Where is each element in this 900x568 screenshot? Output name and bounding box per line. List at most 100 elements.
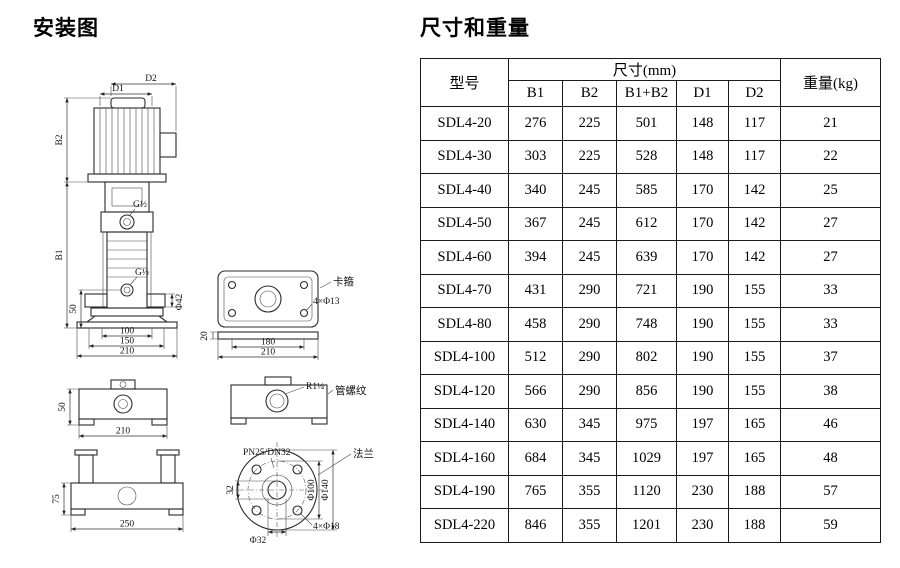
dim-cell: 188: [727, 474, 782, 509]
model-cell: SDL4-20: [420, 106, 509, 141]
dim-cell: 188: [727, 508, 782, 543]
model-cell: SDL4-60: [420, 240, 509, 275]
dim-150-label: 150: [120, 337, 135, 347]
dim-cell: 230: [676, 508, 729, 543]
dim-cell: 142: [727, 173, 782, 208]
dim-b1-label: B1: [55, 249, 65, 260]
dim-cell: 303: [508, 139, 563, 174]
d2-column-header: D2: [727, 80, 782, 107]
dim-cell: 142: [727, 240, 782, 275]
dim-cell: 245: [562, 173, 617, 208]
dim-d2-label: D2: [145, 74, 157, 84]
weight-cell: 57: [780, 474, 882, 509]
weight-cell: 46: [780, 407, 882, 442]
dimensions-table-section: 型号 尺寸(mm) 重量(kg) B1 B2 B1+B2 D1 D2 SDL4-…: [420, 58, 882, 543]
dim-cell: 630: [508, 407, 563, 442]
table-header-sub-row: B1 B2 B1+B2 D1 D2: [421, 80, 881, 107]
dim-cell: 290: [562, 307, 617, 342]
dim-b2-label: B2: [55, 134, 65, 145]
b2-column-header: B2: [562, 80, 617, 107]
dim-cell: 290: [562, 340, 617, 375]
dim-cell: 117: [727, 139, 782, 174]
model-cell: SDL4-40: [420, 173, 509, 208]
dim-cell: 1201: [616, 508, 677, 543]
dim-cell: 528: [616, 139, 677, 174]
dim-cell: 148: [676, 139, 729, 174]
dim-phi140-label: Φ140: [321, 479, 331, 500]
dim-phi100-label: Φ100: [307, 479, 317, 500]
dim-32-label: 32: [226, 485, 236, 495]
dim-20-label: 20: [200, 331, 210, 341]
weight-cell: 21: [780, 106, 882, 141]
pump-front-view: D1 D2 B2 B1 50 G½ G½ Φ42 100 150 210: [55, 74, 185, 359]
dims-group-header: 尺寸(mm): [507, 58, 782, 81]
dim-cell: 190: [676, 307, 729, 342]
dim-cell: 856: [616, 374, 677, 409]
dim-cell: 165: [727, 441, 782, 476]
flange-callout-label: 法兰: [353, 447, 374, 460]
weight-cell: 27: [780, 240, 882, 275]
model-cell: SDL4-50: [420, 206, 509, 241]
dim-cell: 345: [562, 441, 617, 476]
installation-title: 安装图: [33, 17, 99, 40]
dim-cell: 975: [616, 407, 677, 442]
clamp-callout-label: 卡箍: [333, 275, 354, 288]
table-header-group-row: 型号 尺寸(mm) 重量(kg): [420, 58, 882, 107]
dim-cell: 585: [616, 173, 677, 208]
dim-cell: 458: [508, 307, 563, 342]
dim-250-label: 250: [120, 520, 135, 530]
dim-cell: 190: [676, 374, 729, 409]
dim-cell: 612: [616, 206, 677, 241]
installation-diagram-section: D1 D2 B2 B1 50 G½ G½ Φ42 100 150 210: [15, 38, 415, 566]
dim-cell: 155: [727, 340, 782, 375]
model-column-header: 型号: [420, 58, 509, 107]
dim-cell: 170: [676, 173, 729, 208]
dim-50-pump-label: 50: [69, 304, 79, 314]
dim-cell: 394: [508, 240, 563, 275]
dim-cell: 276: [508, 106, 563, 141]
dim-cell: 190: [676, 340, 729, 375]
dim-cell: 684: [508, 441, 563, 476]
dimensions-table: 型号 尺寸(mm) 重量(kg) B1 B2 B1+B2 D1 D2 SDL4-…: [420, 58, 882, 543]
dim-cell: 355: [562, 508, 617, 543]
pump-side-view: 75 250: [52, 449, 184, 532]
weight-cell: 59: [780, 508, 882, 543]
dim-210-pump-label: 210: [120, 347, 135, 357]
dim-cell: 1029: [616, 441, 677, 476]
dim-cell: 155: [727, 273, 782, 308]
dim-cell: 431: [508, 273, 563, 308]
weight-column-header: 重量(kg): [780, 58, 882, 107]
flange-detail-view: PN25/DN32 法兰 Φ100 Φ140 32 Φ32 4×Φ18: [226, 442, 374, 546]
weight-cell: 22: [780, 139, 882, 174]
dim-cell: 367: [508, 206, 563, 241]
model-cell: SDL4-140: [420, 407, 509, 442]
dim-cell: 142: [727, 206, 782, 241]
dim-cell: 225: [562, 106, 617, 141]
dim-180-label: 180: [261, 338, 276, 348]
dim-cell: 639: [616, 240, 677, 275]
b1-column-header: B1: [508, 80, 563, 107]
weight-cell: 27: [780, 206, 882, 241]
dim-210-clamp-label: 210: [261, 348, 276, 358]
dim-cell: 290: [562, 374, 617, 409]
weight-cell: 33: [780, 307, 882, 342]
dim-75-label: 75: [52, 494, 62, 504]
weight-cell: 37: [780, 340, 882, 375]
model-cell: SDL4-120: [420, 374, 509, 409]
dim-cell: 245: [562, 206, 617, 241]
dim-phi42-label: Φ42: [175, 294, 185, 311]
dim-cell: 117: [727, 106, 782, 141]
dimensions-title: 尺寸和重量: [420, 17, 530, 40]
flange-holes-label: 4×Φ18: [313, 522, 340, 532]
installation-drawing: D1 D2 B2 B1 50 G½ G½ Φ42 100 150 210: [52, 74, 374, 546]
